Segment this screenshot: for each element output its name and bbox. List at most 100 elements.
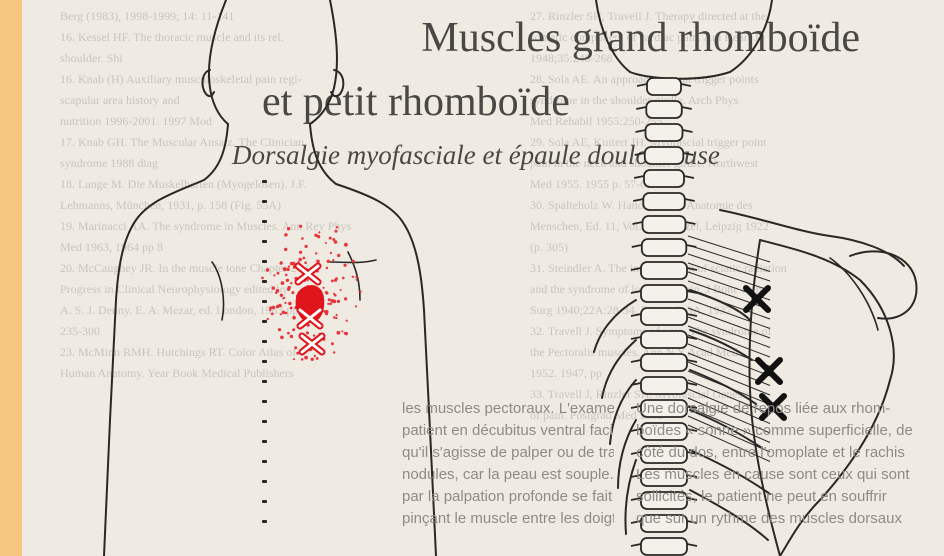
body-line: pinçant le muscle entre les doigts et le…	[402, 508, 614, 530]
pain-dot	[330, 252, 332, 254]
pain-dot	[287, 227, 290, 230]
pain-dot	[282, 311, 286, 315]
pain-dot	[322, 287, 324, 289]
pain-dot	[325, 291, 328, 294]
pain-dot	[290, 262, 294, 266]
pain-dot	[307, 332, 309, 334]
pain-dot	[299, 251, 302, 254]
pain-dot	[326, 267, 328, 269]
pain-dot	[337, 254, 340, 257]
pain-dot	[271, 313, 274, 316]
pain-dot	[291, 291, 294, 294]
pain-dot	[305, 245, 308, 248]
vertebra	[641, 308, 687, 325]
pain-dot	[299, 258, 302, 261]
body-line: par la palpation profonde se fait en	[402, 486, 614, 508]
pain-dot	[281, 281, 285, 285]
body-text-left: les muscles pectoraux. L'examen du patie…	[402, 398, 614, 530]
pain-dot	[355, 305, 357, 307]
pain-dot	[332, 259, 334, 261]
body-line: sollicités, le patient ne peut en souffr…	[636, 486, 936, 508]
pain-dot	[331, 342, 334, 345]
pain-dot	[272, 306, 276, 310]
pain-dot	[272, 286, 275, 289]
body-line: patient en décubitus ventral facilite l'…	[402, 420, 614, 442]
pain-dot	[284, 234, 286, 236]
vertebra	[641, 538, 687, 555]
pain-dot	[335, 230, 338, 233]
pain-dot	[344, 297, 347, 300]
pain-dot	[290, 335, 293, 338]
pain-dot	[292, 328, 295, 331]
pain-dot	[355, 276, 357, 278]
pain-dot	[288, 286, 291, 289]
pain-dot	[346, 320, 348, 322]
pain-dot	[333, 351, 335, 353]
pain-dot	[314, 355, 316, 357]
pain-dot	[315, 252, 317, 254]
pain-dot	[303, 257, 306, 260]
pain-dot	[327, 303, 329, 305]
vertebra	[646, 124, 683, 141]
vertebra	[643, 193, 685, 210]
pain-dot	[317, 235, 320, 238]
pain-dot	[304, 261, 307, 264]
pain-dot	[280, 313, 282, 315]
pain-dot	[301, 358, 304, 361]
vertebra	[642, 239, 687, 256]
vertebra	[644, 170, 684, 187]
pain-dot	[283, 267, 287, 271]
pain-dot	[325, 312, 328, 315]
pain-dot	[340, 289, 342, 291]
pain-dot	[332, 238, 335, 241]
body-text-right: Une dorsalgie de repos liée aux rhom- bo…	[636, 398, 936, 530]
pain-dot	[266, 268, 269, 271]
pain-dot	[277, 272, 280, 275]
vertebra	[641, 354, 687, 371]
body-line: qu'il s'agisse de palper ou de traiter l…	[402, 442, 614, 464]
pain-dot	[333, 316, 335, 318]
body-line: les muscles pectoraux. L'examen du	[402, 398, 614, 420]
pain-dot	[334, 279, 337, 282]
pain-dot	[278, 328, 281, 331]
pain-dot	[267, 318, 269, 320]
body-line: boïdes « sonne » comme superficielle, de	[636, 420, 936, 442]
pain-dot	[327, 260, 330, 263]
pain-dot	[284, 302, 286, 304]
pain-dot	[286, 268, 289, 271]
pain-dot	[284, 248, 287, 251]
vertebra	[641, 262, 687, 279]
pain-dot	[337, 331, 341, 335]
pain-dot	[329, 237, 332, 240]
pain-dot	[313, 334, 315, 336]
vertebra	[647, 78, 681, 95]
pain-dot	[293, 358, 295, 360]
pain-dot	[280, 262, 283, 265]
pain-dot	[359, 291, 361, 293]
pain-dot	[356, 279, 358, 281]
pain-dot	[287, 332, 290, 335]
pain-dot	[337, 300, 340, 303]
pain-dot	[290, 282, 292, 284]
pain-dot	[352, 260, 355, 263]
pain-dot	[276, 305, 279, 308]
muscle-fiber	[688, 317, 770, 348]
pain-dot	[299, 225, 302, 228]
pain-dot	[282, 297, 284, 299]
pain-dot	[280, 294, 283, 297]
pain-dot	[336, 314, 338, 316]
pain-dot	[311, 358, 314, 361]
pain-dot	[331, 299, 335, 303]
pain-dot	[276, 289, 280, 293]
pain-dot	[292, 316, 296, 320]
pain-dot	[345, 332, 348, 335]
back-torso-figure	[104, 0, 436, 556]
vertebra	[645, 147, 684, 164]
pain-dot	[336, 226, 338, 228]
body-line: que sur un rythme des muscles dorsaux	[636, 508, 936, 530]
pain-dot	[342, 277, 345, 280]
pain-dot	[280, 336, 284, 340]
pain-dot	[273, 274, 275, 276]
pain-dot	[288, 265, 290, 267]
vertebra	[641, 285, 687, 302]
